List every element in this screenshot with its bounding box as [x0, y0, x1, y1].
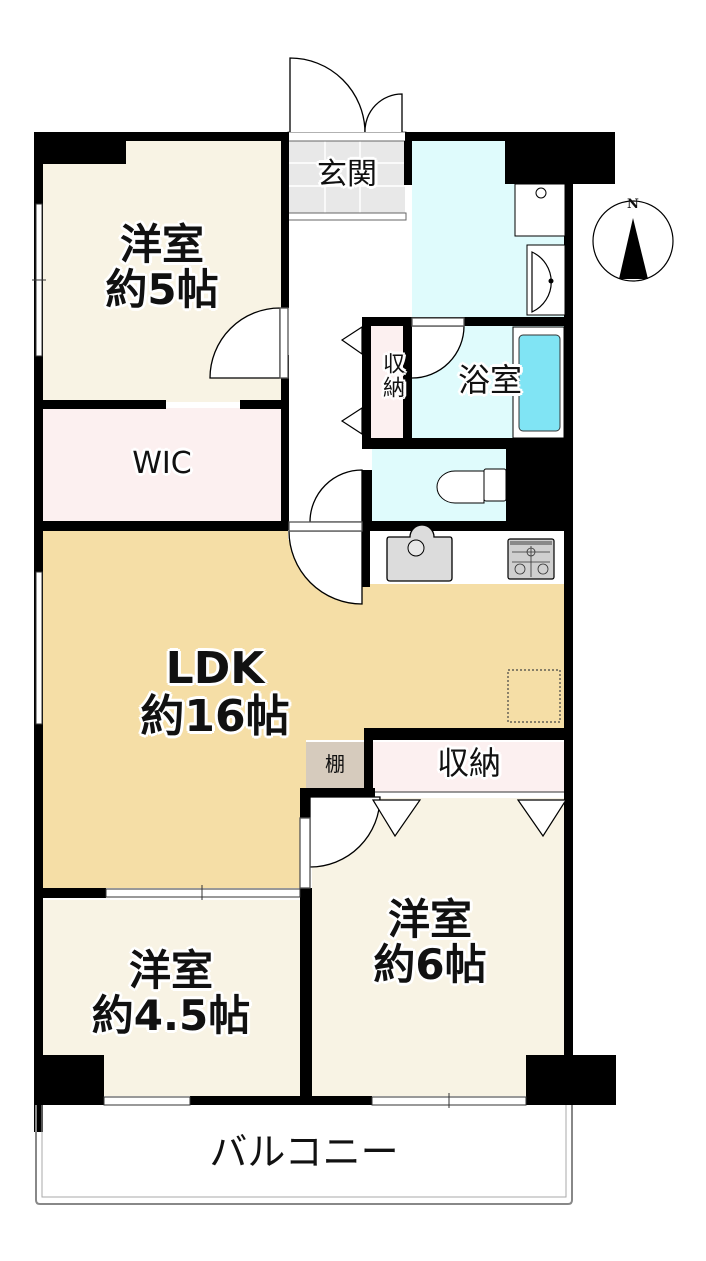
storage-hall-floor: [371, 325, 403, 438]
western-room-2-label: 洋室 約4.5帖: [42, 948, 300, 1039]
wic-label: WIC: [132, 446, 192, 481]
washroom-floor: [412, 141, 510, 319]
compass-label: N: [627, 197, 639, 212]
storage-hall-doors[interactable]: [340, 325, 363, 436]
entrance-step: [287, 212, 407, 221]
entrance-label: 玄関: [317, 157, 377, 192]
bathroom-label: 浴室: [457, 361, 522, 399]
gas-stove: [507, 538, 555, 580]
western-room-3-name: 洋室: [387, 895, 472, 944]
storage-main-floor: [372, 742, 566, 792]
bathtub: [512, 326, 565, 439]
ldk-floor: [42, 530, 566, 888]
western-room-1-name: 洋室: [119, 220, 204, 269]
western-room-2-name: 洋室: [128, 946, 213, 995]
wash-basin: [526, 244, 566, 316]
western-room-2-size: 約4.5帖: [91, 991, 251, 1041]
western-room-3-label: 洋室 約6帖: [330, 897, 530, 988]
western-room-1-label: 洋室 約5帖: [42, 222, 282, 313]
entrance-threshold: [287, 131, 407, 142]
western-room-3-size: 約6帖: [373, 940, 487, 990]
storage-main-label: 収納: [436, 744, 501, 782]
balcony-outline: [35, 1105, 573, 1205]
ldk-size: 約16帖: [140, 690, 290, 742]
washing-machine-pan: [514, 183, 566, 237]
interior-doors[interactable]: [209, 307, 465, 889]
shelf-floor: [306, 742, 364, 788]
refrigerator-space: [507, 669, 561, 723]
toilet: [436, 468, 507, 504]
ldk-name: LDK: [165, 643, 265, 694]
balcony-label: バルコニー: [209, 1130, 399, 1174]
wic-floor: [42, 408, 282, 522]
ldk-label: LDK 約16帖: [110, 645, 320, 740]
entrance-door[interactable]: [289, 57, 403, 133]
entrance-floor: [289, 141, 405, 213]
entrance-tiles: [289, 141, 405, 213]
western-room-1-size: 約5帖: [105, 265, 219, 315]
storage-main-doors[interactable]: [371, 799, 568, 838]
kitchen-sink: [386, 524, 453, 582]
north-arrow-icon: [592, 200, 674, 282]
shelf-label: 棚: [325, 752, 345, 776]
storage-hall-label: 収納: [379, 352, 404, 400]
